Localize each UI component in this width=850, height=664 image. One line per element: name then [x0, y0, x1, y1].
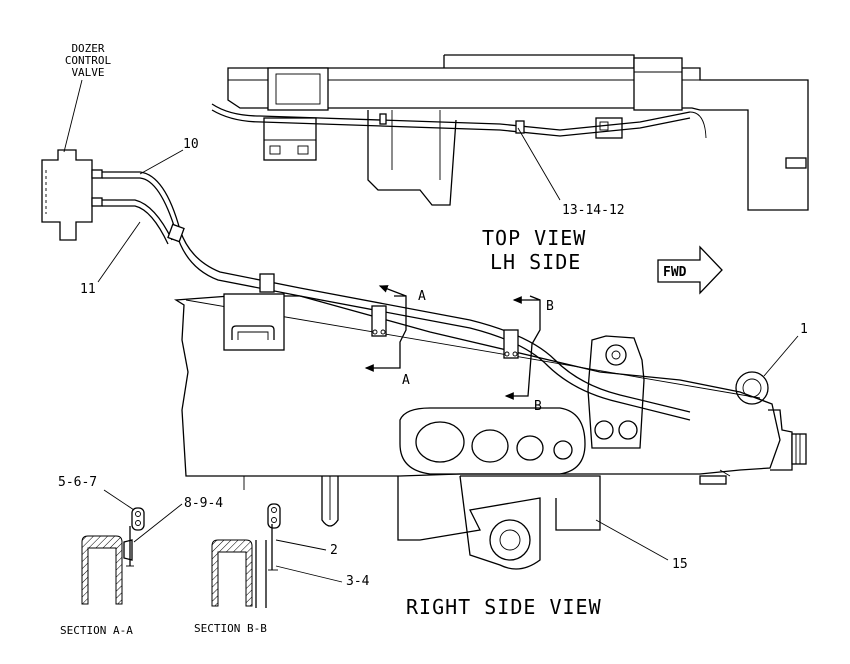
callout-2: 2	[330, 543, 338, 558]
section-b-b-label: SECTION B-B	[194, 622, 267, 635]
right-side-view-drawing	[173, 273, 807, 570]
fwd-arrow-icon	[657, 245, 723, 295]
section-b-b-drawing	[211, 503, 281, 608]
callout-1-leader	[763, 335, 799, 377]
callout-10: 10	[183, 137, 199, 152]
section-a-a-label: SECTION A-A	[60, 624, 133, 637]
callout-3-4: 3-4	[346, 574, 370, 589]
top-view-subtitle: LH SIDE	[490, 250, 581, 274]
section-a-a-drawing	[81, 507, 145, 605]
section-b-marker	[504, 295, 541, 400]
dozer-label-line2: CONTROL	[65, 54, 112, 67]
section-b-top-letter: B	[546, 299, 554, 314]
top-view-title: TOP VIEW	[482, 226, 586, 250]
callout-8-9-4-leader	[133, 503, 183, 543]
top-view-drawing	[211, 54, 809, 211]
callout-15: 15	[672, 557, 688, 572]
section-a-top-letter: A	[418, 289, 426, 304]
callout-15-leader	[595, 519, 669, 561]
dozer-label-line3: VALVE	[71, 66, 104, 79]
right-side-view-title: RIGHT SIDE VIEW	[406, 595, 602, 619]
callout-1: 1	[800, 322, 808, 337]
callout-11-leader	[97, 221, 141, 283]
callout-13-14-12: 13-14-12	[562, 203, 625, 218]
callout-13-14-12-leader	[517, 127, 561, 201]
section-b-bottom-letter: B	[534, 399, 542, 414]
fwd-label: FWD	[663, 265, 687, 280]
callout-3-4-leader	[275, 565, 343, 583]
callout-5-6-7-leader	[103, 489, 135, 511]
section-a-bottom-letter: A	[402, 373, 410, 388]
callout-8-9-4: 8-9-4	[184, 496, 223, 511]
callout-11: 11	[80, 282, 96, 297]
callout-2-leader	[275, 539, 327, 551]
dozer-leader-line	[63, 79, 83, 153]
callout-5-6-7: 5-6-7	[58, 475, 97, 490]
dozer-control-valve	[41, 149, 103, 241]
section-a-marker	[364, 285, 407, 372]
callout-10-leader	[139, 149, 184, 175]
dozer-label-line1: DOZER	[71, 42, 104, 55]
